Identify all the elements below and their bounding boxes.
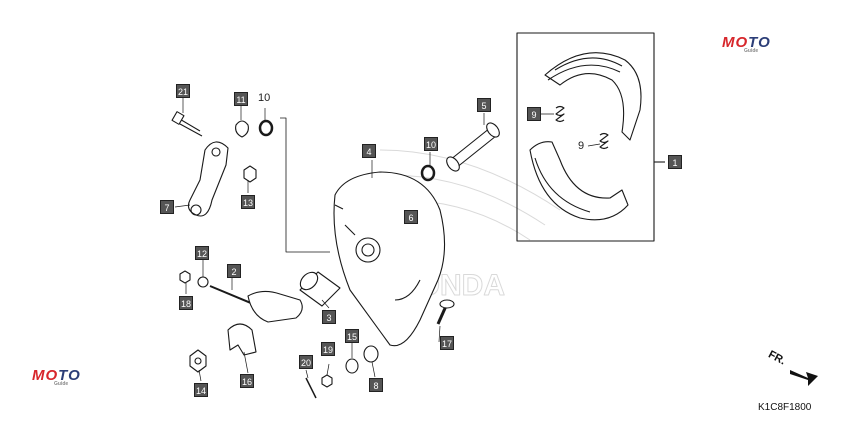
callout-12: 12 — [195, 246, 209, 260]
nut-18 — [179, 270, 191, 284]
callout-5: 5 — [477, 98, 491, 112]
nut-13 — [243, 165, 257, 183]
spring-upper — [555, 105, 565, 123]
callout-17: 17 — [440, 336, 454, 350]
callout-6: 6 — [404, 210, 418, 224]
callout-15: 15 — [345, 329, 359, 343]
callout-10: 10 — [424, 137, 438, 151]
cotter-pin — [305, 377, 317, 399]
brake-shoe-upper — [544, 52, 642, 141]
callout-3: 3 — [322, 310, 336, 324]
lock-washer — [235, 120, 249, 138]
moto-watermark-top-right: MOTO Guide — [722, 34, 771, 54]
callout-20: 20 — [299, 355, 313, 369]
callout-18: 18 — [179, 296, 193, 310]
brake-arm — [187, 141, 229, 217]
bolt-17 — [436, 299, 455, 325]
o-ring-left — [258, 119, 274, 137]
callout-19: 19 — [321, 342, 335, 356]
washer-12 — [197, 276, 209, 288]
moto-watermark-bottom-left: MOTO Guide — [32, 367, 81, 387]
bolt-21 — [171, 111, 203, 137]
o-ring-camshaft — [420, 164, 436, 182]
wear-indicator-plate — [209, 285, 303, 323]
callout-16: 16 — [240, 374, 254, 388]
callout-2: 2 — [227, 264, 241, 278]
callout-9-boxed: 9 — [527, 107, 541, 121]
brake-shoe-group-box — [516, 32, 655, 242]
callout-9-plain: 9 — [578, 140, 585, 152]
spring-lower — [599, 132, 609, 150]
brake-panel — [333, 171, 446, 347]
diagram-code: K1C8F1800 — [758, 402, 812, 413]
callout-4: 4 — [362, 144, 376, 158]
callout-11: 11 — [234, 92, 248, 106]
flange-nut-14 — [189, 349, 207, 373]
callout-13: 13 — [241, 195, 255, 209]
callout-21: 21 — [176, 84, 190, 98]
callout-8: 8 — [369, 378, 383, 392]
callout-14: 14 — [194, 383, 208, 397]
callout-7: 7 — [160, 200, 174, 214]
nut-19 — [321, 374, 333, 388]
callout-10-plain: 10 — [258, 92, 271, 104]
brake-camshaft — [446, 122, 500, 172]
callout-1: 1 — [668, 155, 682, 169]
front-direction-arrow — [790, 370, 818, 386]
washer-15 — [345, 358, 359, 374]
bracket-16 — [227, 323, 257, 356]
washer-8 — [363, 345, 379, 363]
brake-shoe-lower — [529, 141, 629, 221]
collar-3 — [299, 271, 341, 307]
